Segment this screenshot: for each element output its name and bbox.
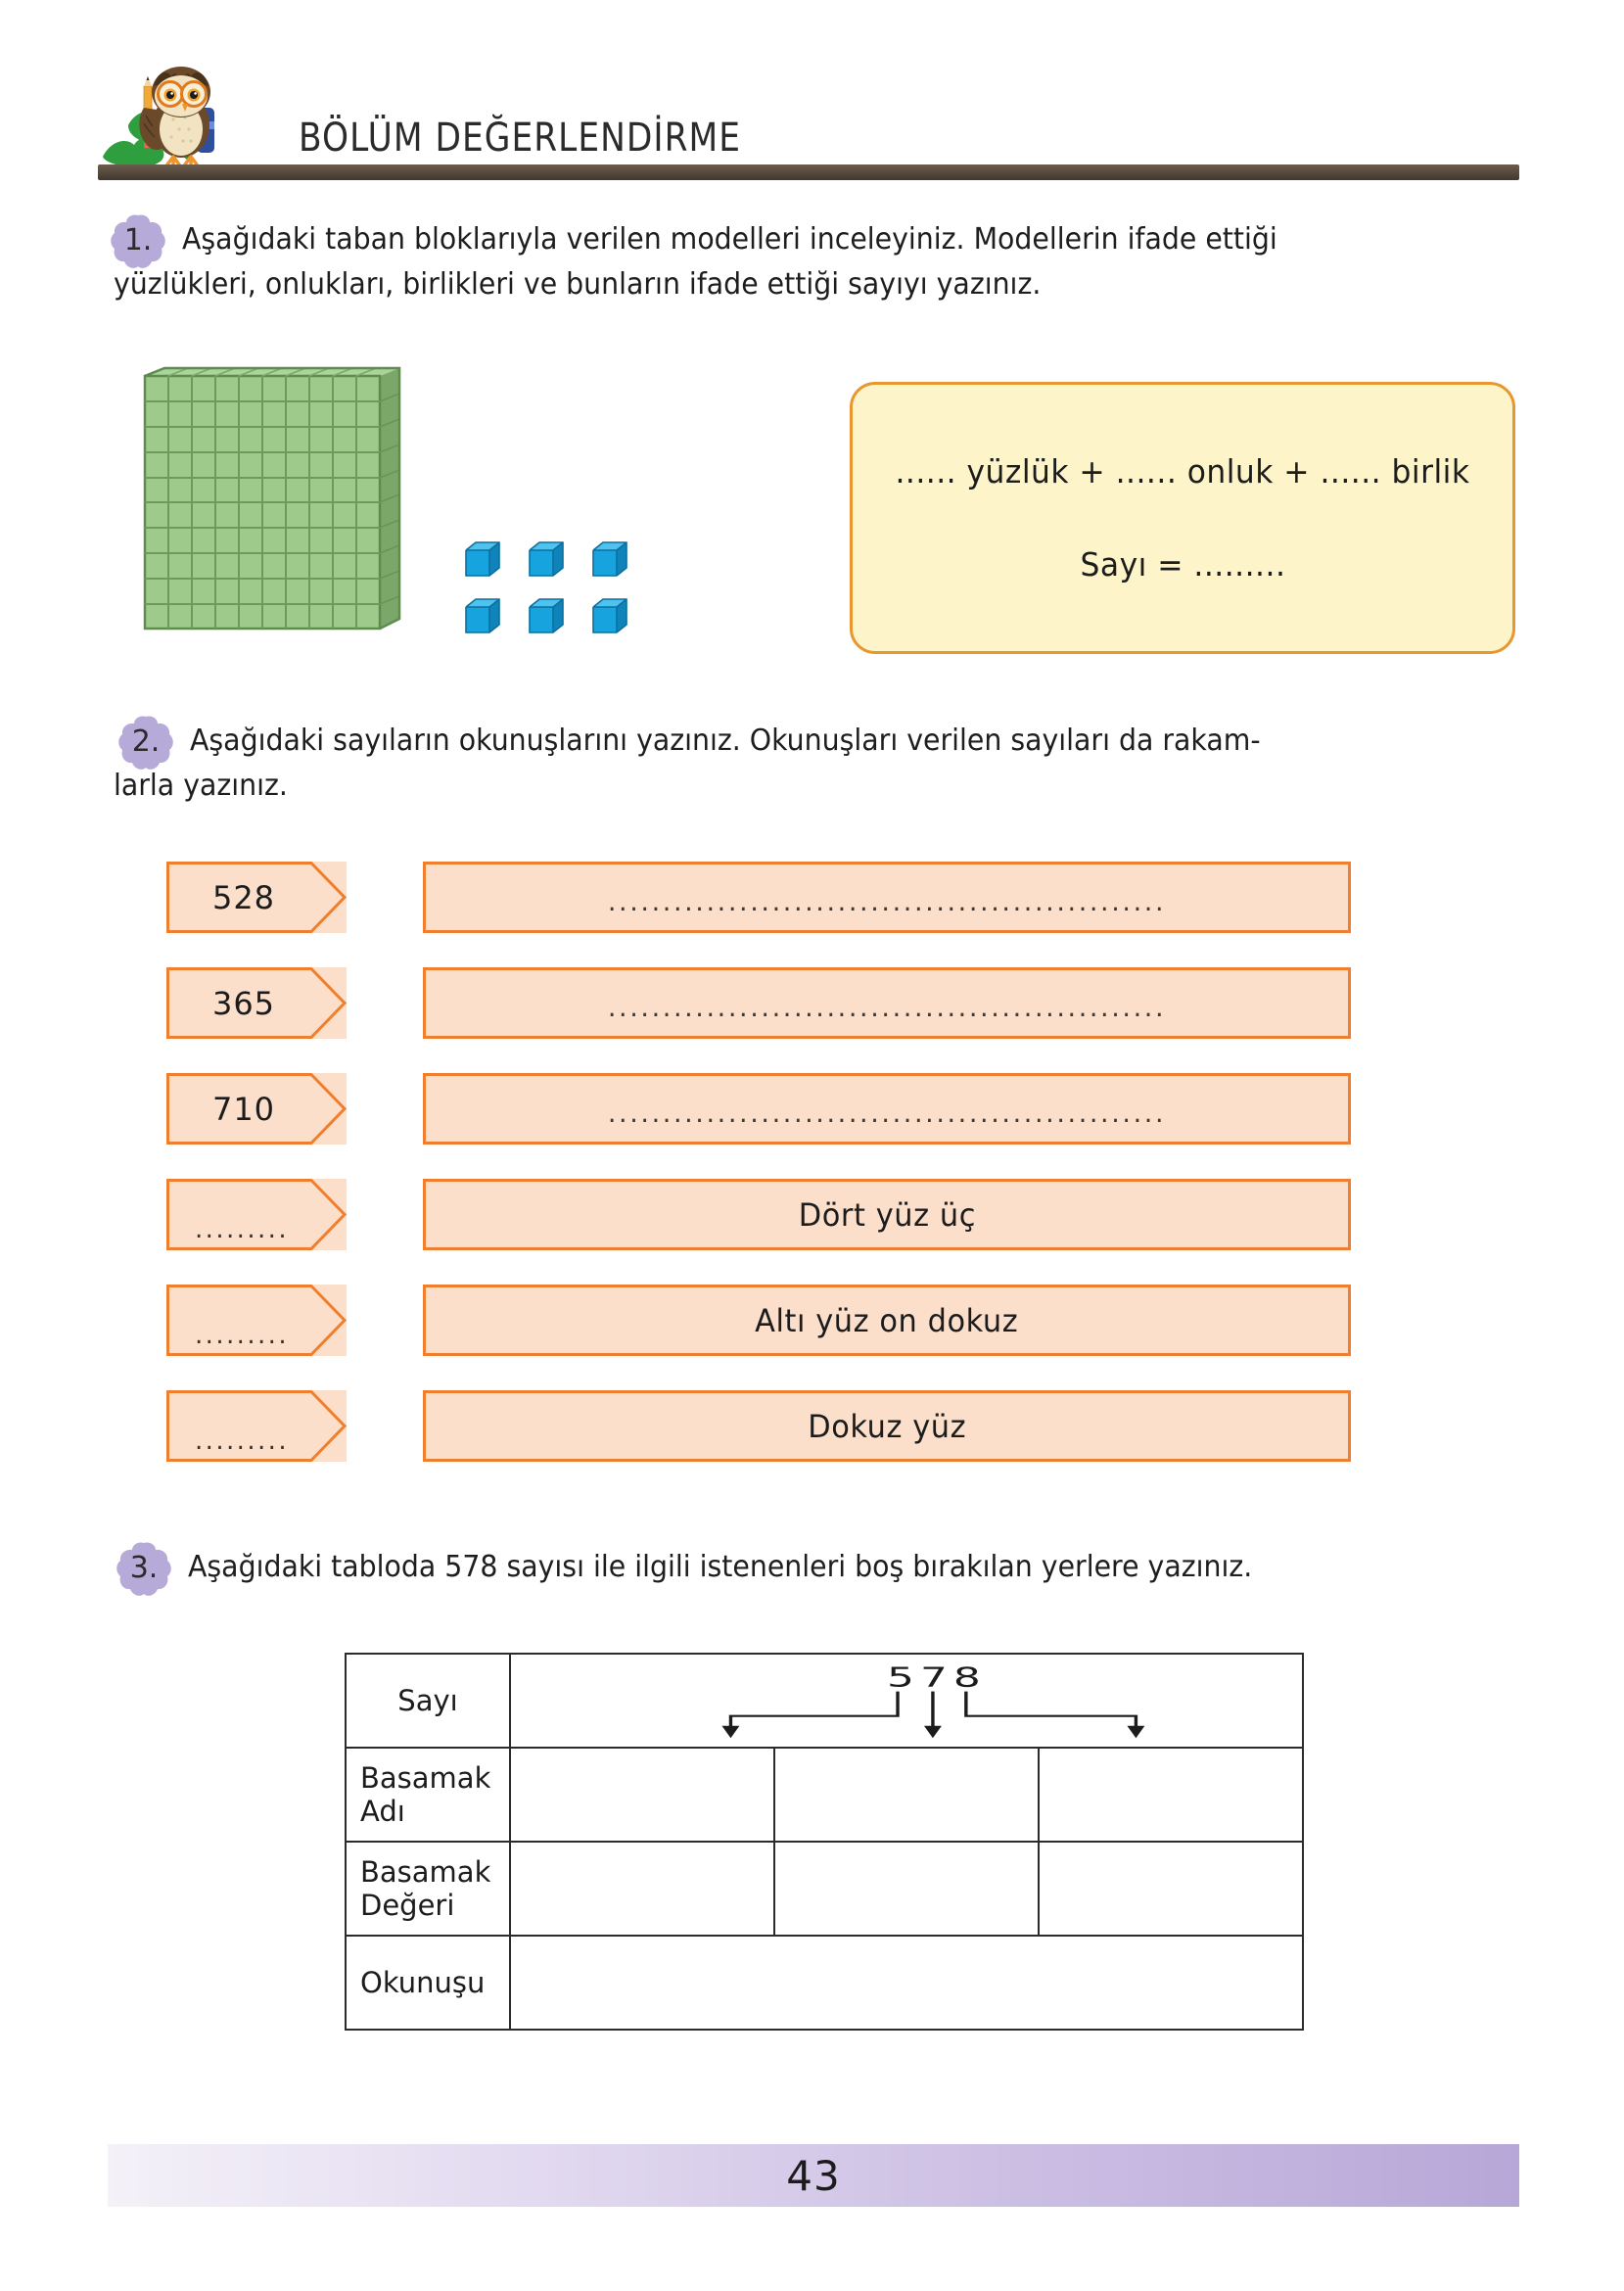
pentagon-tag-shape-icon: [166, 1179, 347, 1250]
q2-answer-field[interactable]: ........................................…: [423, 967, 1351, 1039]
header-branch-divider: [98, 164, 1519, 180]
q2-answer-field[interactable]: Altı yüz on dokuz: [423, 1285, 1351, 1356]
basamak-degeri-cell-2[interactable]: [773, 1841, 1040, 1937]
okunusu-cell[interactable]: [509, 1935, 1304, 2031]
row-label-basamak-degeri: Basamak Değeri: [345, 1841, 511, 1937]
question-2-line-1: Aşağıdaki sayıların okunuşlarını yazınız…: [190, 724, 1261, 758]
q2-tag-value: .........: [195, 1321, 289, 1350]
owl-mascot-icon: [101, 51, 228, 173]
hundreds-flat-block: [133, 362, 407, 646]
unit-cubes-group: [462, 538, 648, 646]
q2-number-tag[interactable]: 528: [166, 862, 347, 933]
q2-answer-field[interactable]: Dört yüz üç: [423, 1179, 1351, 1250]
question-2-line-2: larla yazınız.: [114, 769, 288, 803]
q2-row: ......... Dört yüz üç: [166, 1179, 1351, 1250]
unit-cube: [592, 541, 627, 577]
row-label-basamak-degeri-line1: Basamak: [360, 1855, 491, 1889]
page-number: 43: [786, 2151, 841, 2200]
unit-cube: [529, 541, 564, 577]
cloud-shape-icon: [116, 1542, 171, 1596]
question-2-badge: 2.: [117, 715, 174, 771]
question-1-line-1: Aşağıdaki taban bloklarıyla verilen mode…: [182, 222, 1277, 257]
number-with-arrows-cell: 578: [509, 1653, 1304, 1749]
unit-cube: [592, 598, 627, 633]
question-1-text-cont: yüzlükleri, onlukları, birlikleri ve bun…: [114, 262, 1424, 306]
q2-tag-value: .........: [195, 1215, 289, 1244]
q2-answer-field[interactable]: Dokuz yüz: [423, 1390, 1351, 1462]
q2-row: 528 ....................................…: [166, 862, 1351, 933]
pentagon-tag-shape-icon: [166, 967, 347, 1039]
question-1-line-2: yüzlükleri, onlukları, birlikleri ve bun…: [114, 267, 1042, 302]
q2-row: ......... Altı yüz on dokuz: [166, 1285, 1351, 1356]
question-2-number: 2.: [131, 724, 161, 759]
question-3-line-1: Aşağıdaki tabloda 578 sayısı ile ilgili …: [188, 1550, 1253, 1584]
table-row-sayi: Sayı 578: [345, 1653, 1304, 1749]
cloud-shape-icon: [111, 214, 165, 268]
q2-answer-word: Dokuz yüz: [808, 1407, 966, 1445]
place-value-table-wrapper: Sayı 578: [345, 1653, 1304, 2031]
q2-row: ......... Dokuz yüz: [166, 1390, 1351, 1462]
q2-tag-value: 710: [211, 1090, 276, 1128]
q2-number-tag[interactable]: .........: [166, 1179, 347, 1250]
q1-number-blank: Sayı = .........: [1080, 545, 1285, 584]
q1-place-value-expression: ...... yüzlük + ...... onluk + ...... bi…: [895, 452, 1470, 491]
question-2-text-cont: larla yazınız.: [114, 764, 1424, 808]
q2-tag-blank: .........: [166, 1390, 347, 1462]
svg-text:578: 578: [887, 1661, 987, 1693]
row-label-basamak-adi: Basamak Adı: [345, 1747, 511, 1843]
table-row-basamak-adi: Basamak Adı: [345, 1747, 1304, 1843]
cloud-shape-icon: [118, 716, 173, 770]
q2-answer-field[interactable]: ........................................…: [423, 862, 1351, 933]
q2-answer-field[interactable]: ........................................…: [423, 1073, 1351, 1145]
table-row-basamak-degeri: Basamak Değeri: [345, 1841, 1304, 1937]
q2-tag-value: 365: [211, 984, 276, 1022]
q2-tag-value: .........: [195, 1426, 289, 1456]
pentagon-tag-shape-icon: [166, 1073, 347, 1145]
unit-cube: [465, 598, 500, 633]
q2-answer-dots: ........................................…: [607, 887, 1167, 917]
q2-answer-word: Altı yüz on dokuz: [755, 1301, 1019, 1339]
q2-answer-dots: ........................................…: [607, 1099, 1167, 1129]
q2-number-tag[interactable]: 365: [166, 967, 347, 1039]
unit-cube: [465, 541, 500, 577]
page-header: BÖLÜM DEĞERLENDİRME: [0, 0, 1624, 186]
q1-answer-box[interactable]: ...... yüzlük + ...... onluk + ...... bi…: [850, 382, 1515, 654]
basamak-adi-cell-3[interactable]: [1038, 1747, 1304, 1843]
q2-tag-blank: .........: [166, 1179, 347, 1250]
question-3-badge: 3.: [116, 1541, 172, 1598]
pentagon-tag-shape-icon: [166, 862, 347, 933]
q2-rows-list: 528 ....................................…: [166, 862, 1351, 1496]
q2-tag-blank: .........: [166, 1285, 347, 1356]
unit-cube: [529, 598, 564, 633]
pentagon-tag-shape-icon: [166, 1285, 347, 1356]
pentagon-tag-shape-icon: [166, 1390, 347, 1462]
basamak-adi-cell-1[interactable]: [509, 1747, 775, 1843]
question-2-text: Aşağıdaki sayıların okunuşlarını yazınız…: [190, 719, 1432, 763]
question-1-badge: 1.: [110, 213, 166, 270]
place-value-table: Sayı 578: [345, 1653, 1304, 2031]
q2-answer-word: Dört yüz üç: [798, 1195, 976, 1234]
row-label-okunusu: Okunuşu: [345, 1935, 511, 2031]
question-1-number: 1.: [123, 222, 153, 257]
basamak-degeri-cell-1[interactable]: [509, 1841, 775, 1937]
q2-row: 710 ....................................…: [166, 1073, 1351, 1145]
page-title: BÖLÜM DEĞERLENDİRME: [299, 116, 742, 161]
q2-row: 365 ....................................…: [166, 967, 1351, 1039]
q2-answer-dots: ........................................…: [607, 993, 1167, 1023]
question-1-text: Aşağıdaki taban bloklarıyla verilen mode…: [182, 217, 1429, 261]
q2-number-tag[interactable]: .........: [166, 1390, 347, 1462]
basamak-degeri-cell-3[interactable]: [1038, 1841, 1304, 1937]
digit-arrows-diagram-icon: 578: [721, 1661, 1145, 1739]
table-row-okunusu: Okunuşu: [345, 1935, 1304, 2031]
q2-number-tag[interactable]: 710: [166, 1073, 347, 1145]
row-label-basamak-degeri-line2: Değeri: [360, 1889, 455, 1922]
basamak-adi-cell-2[interactable]: [773, 1747, 1040, 1843]
page-footer: 43: [108, 2144, 1519, 2207]
q2-number-tag[interactable]: .........: [166, 1285, 347, 1356]
question-3-number: 3.: [129, 1550, 159, 1585]
row-label-sayi: Sayı: [345, 1653, 511, 1749]
q2-tag-value: 528: [211, 878, 276, 916]
question-3-text: Aşağıdaki tabloda 578 sayısı ile ilgili …: [188, 1545, 1431, 1589]
